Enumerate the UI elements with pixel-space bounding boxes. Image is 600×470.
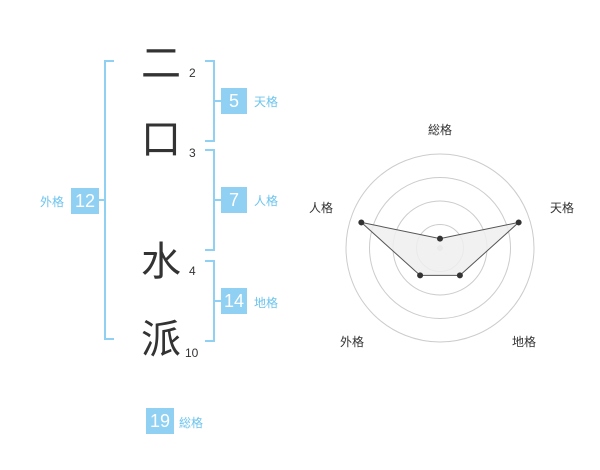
tenkaku-connector — [215, 100, 221, 102]
jinkaku-value: 7 — [221, 187, 247, 213]
jinkaku-bracket — [205, 149, 215, 251]
radar-point-4 — [358, 219, 365, 226]
radar-axis-label-chikaku: 地格 — [512, 335, 537, 349]
radar-axis-label-sougaku: 総格 — [428, 123, 453, 137]
tenkaku-value: 5 — [221, 88, 247, 114]
gaikaku-label: 外格 — [40, 195, 65, 209]
radar-point-1 — [515, 219, 522, 226]
name-char-2: 口 — [141, 117, 181, 163]
jinkaku-connector — [215, 199, 221, 201]
tenkaku-label: 天格 — [254, 95, 279, 109]
chikaku-connector — [215, 300, 221, 302]
radar-axis-label-tenkaku: 天格 — [550, 201, 575, 215]
radar-point-0 — [437, 235, 443, 242]
tenkaku-bracket — [205, 60, 215, 142]
radar-axis-label-jinkaku: 人格 — [309, 201, 334, 215]
name-char-3: 水 — [141, 239, 181, 285]
stroke-count-4: 10 — [185, 346, 199, 360]
chikaku-bracket — [205, 260, 215, 342]
name-char-1: 二 — [141, 41, 181, 87]
soukaku-value: 19 — [146, 408, 174, 434]
radar-data-polygon — [359, 221, 521, 276]
stroke-count-2: 3 — [189, 146, 196, 160]
soukaku-label: 総格 — [179, 416, 204, 430]
jinkaku-label: 人格 — [254, 194, 279, 208]
radar-point-2 — [456, 272, 463, 279]
gaikaku-bracket — [104, 60, 114, 340]
name-char-4: 派 — [141, 317, 181, 363]
radar-point-3 — [417, 272, 424, 279]
gaikaku-value: 12 — [71, 188, 99, 214]
stroke-count-3: 4 — [189, 264, 196, 278]
stroke-count-1: 2 — [189, 66, 196, 80]
radar-ring-4 — [345, 153, 535, 343]
chikaku-value: 14 — [221, 288, 247, 314]
gaikaku-connector — [98, 199, 104, 201]
radar-ring-3 — [369, 177, 511, 319]
radar-axis-label-gaikaku: 外格 — [340, 335, 365, 349]
chikaku-label: 地格 — [254, 296, 279, 310]
